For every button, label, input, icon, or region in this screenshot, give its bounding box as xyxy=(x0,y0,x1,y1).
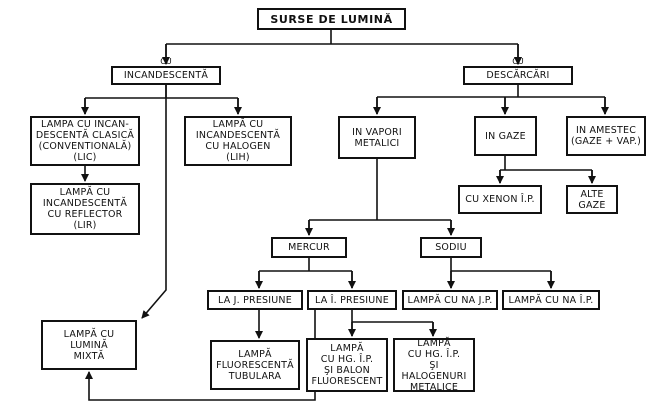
fluorescenta-node: LAMPĂ FLUORESCENTĂ TUBULARA xyxy=(210,340,300,390)
incandescenta-node: INCANDESCENTĂ xyxy=(111,66,221,85)
na-joasa-presiune-node: LAMPĂ cu Na J.P. xyxy=(402,290,498,310)
la-joasa-presiune-node: LA J. PRESIUNE xyxy=(207,290,303,310)
sodiu-node: SODIU xyxy=(420,237,482,258)
la-inalta-presiune-node: LA Î. PRESIUNE xyxy=(307,290,397,310)
incandescenta-prefix: cu xyxy=(160,57,172,66)
lic-node: LAMPA cu INCAN- DESCENTĂ CLASICĂ (CONVEN… xyxy=(30,116,140,166)
gaze-node: IN GAZE xyxy=(474,116,537,156)
hg-balon-node: LAMPĂ cu Hg. Î.P. şi BALON FLUORESCENT xyxy=(306,338,388,392)
vapori-node: IN VAPORI METALICI xyxy=(338,116,416,159)
mercur-node: MERCUR xyxy=(271,237,347,258)
descarcari-node: DESCĂRCĂRI xyxy=(463,66,573,85)
lir-node: LAMPĂ cu INCANDESCENTĂ cu REFLECTOR (LIR… xyxy=(30,183,140,235)
alte-gaze-node: ALTE GAZE xyxy=(566,185,618,214)
mixta-node: LAMPĂ cu LUMINĂ MIXTĂ xyxy=(41,320,137,370)
na-inalta-presiune-node: LAMPĂ cu Na Î.P. xyxy=(502,290,600,310)
xenon-node: CU XENON Î.P. xyxy=(458,185,542,214)
amestec-node: IN AMESTEC (GAZE + VAP.) xyxy=(566,116,646,156)
lih-node: LAMPĂ cu INCANDESCENTĂ cu HALOGEN (LIH) xyxy=(184,116,292,166)
descarcari-prefix: cu xyxy=(512,57,524,66)
root-node: SURSE DE LUMINĂ xyxy=(257,8,406,30)
hg-halogenuri-node: LAMPĂ cu Hg. Î.P. şi HALOGENURI METALICE xyxy=(393,338,475,393)
